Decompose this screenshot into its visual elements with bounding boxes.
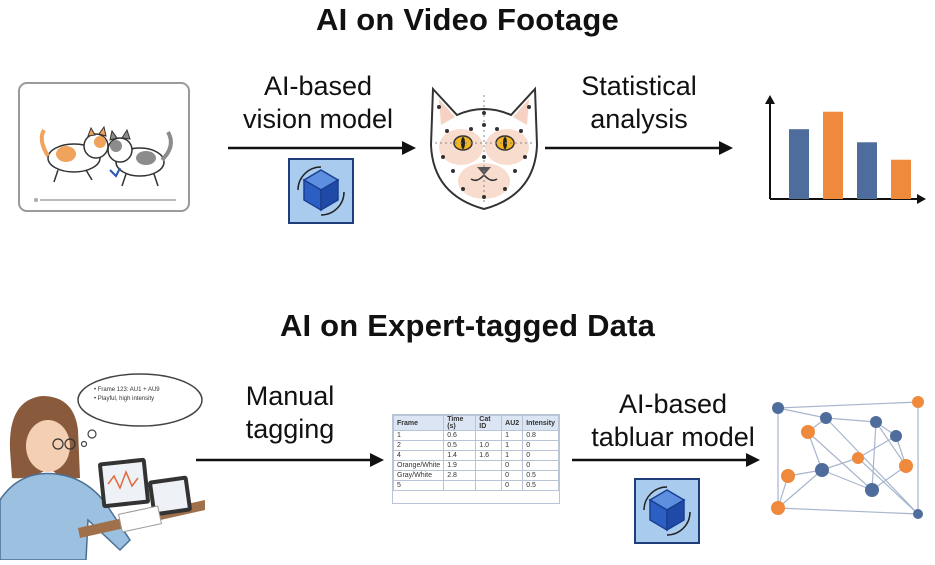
speech-bubble-line1: • Frame 123: AU1 + AU9 (94, 387, 160, 393)
table-header-cell: Time (s) (443, 415, 477, 431)
table-cell: 0 (501, 470, 524, 481)
table-cell: 1.0 (475, 440, 503, 451)
manual-tagging-label-line1: Manual (245, 381, 335, 411)
table-cell: 0 (501, 460, 524, 471)
speech-bubble-line2: • Playful, high intensity (94, 396, 155, 402)
table-cell: 1 (501, 440, 524, 451)
table-cell: 0.6 (443, 430, 477, 441)
table-cell: 1.4 (443, 450, 477, 461)
table-cell: 2 (393, 440, 445, 451)
table-cell: 4 (393, 450, 445, 461)
tabular-model-label-line2: tabluar model (591, 422, 755, 452)
expert-at-tablet-icon: • Frame 123: AU1 + AU9 • Playful, high i… (0, 360, 210, 560)
arrow-to-chart (545, 141, 733, 155)
statistical-analysis-label-line1: Statistical (581, 71, 697, 101)
cat-face-landmarks-icon (425, 85, 543, 213)
tabular-model-label: AI-based tabluar model (578, 388, 768, 454)
manual-tagging-label-line2: tagging (245, 414, 335, 444)
bar-3 (857, 142, 877, 199)
table-cell: 0 (522, 440, 559, 451)
table-cell: Orange/White (393, 460, 445, 471)
table-cell: 1.6 (475, 450, 503, 461)
table-cell: 2.8 (443, 470, 477, 481)
vision-model-label: AI-based vision model (228, 70, 408, 136)
tabular-model-label-line1: AI-based (618, 389, 728, 419)
table-cell: 0.5 (443, 440, 477, 451)
table-cell: 1 (501, 430, 524, 441)
bottom-title: AI on Expert-tagged Data (279, 308, 656, 343)
table-header-cell: Frame (393, 415, 445, 431)
table-cell: 0 (522, 450, 559, 461)
table-cell: 0 (501, 480, 524, 491)
bar-4 (891, 159, 911, 199)
table-cell: 5 (393, 480, 445, 491)
network-graph-icon (768, 396, 928, 521)
table-cell (475, 480, 503, 491)
speech-bubble-text: • Frame 123: AU1 + AU9 • Playful, high i… (94, 386, 194, 404)
x-axis-arrowhead (917, 194, 926, 204)
table-cell: 1.9 (443, 460, 477, 471)
table-cell: 0.5 (522, 470, 559, 481)
table-cell: 0 (522, 460, 559, 471)
statistical-analysis-label-line2: analysis (590, 104, 688, 134)
table-cell (475, 430, 503, 441)
manual-tagging-label: Manual tagging (210, 380, 370, 446)
vision-model-label-line2: vision model (242, 104, 394, 134)
table-header-cell: Cat ID (475, 415, 503, 431)
video-player-icon (18, 82, 190, 212)
table-header-cell: AU2 (501, 415, 524, 431)
bar-chart (765, 95, 926, 204)
arrow-to-table (196, 453, 384, 467)
table-cell: Gray/White (393, 470, 445, 481)
vision-model-label-line1: AI-based (263, 71, 373, 101)
3d-cube-model-icon (288, 158, 354, 224)
bar-1 (789, 129, 809, 199)
table-cell: 0.8 (522, 430, 559, 441)
arrow-to-face (228, 141, 416, 155)
top-title: AI on Video Footage (316, 2, 619, 37)
table-cell: 1 (393, 430, 445, 441)
table-cell (443, 480, 477, 491)
arrow-to-graph (572, 453, 760, 467)
3d-cube-model-icon-2 (634, 478, 700, 544)
table-cell (475, 470, 503, 481)
table-header-cell: Intensity (522, 415, 559, 431)
bar-chart-icon (760, 95, 928, 207)
y-axis-arrowhead (765, 95, 775, 104)
bar-2 (823, 111, 843, 199)
table-cell (475, 460, 503, 471)
table-cell: 1 (501, 450, 524, 461)
table-cell: 0.5 (522, 480, 559, 491)
statistical-analysis-label: Statistical analysis (550, 70, 728, 136)
